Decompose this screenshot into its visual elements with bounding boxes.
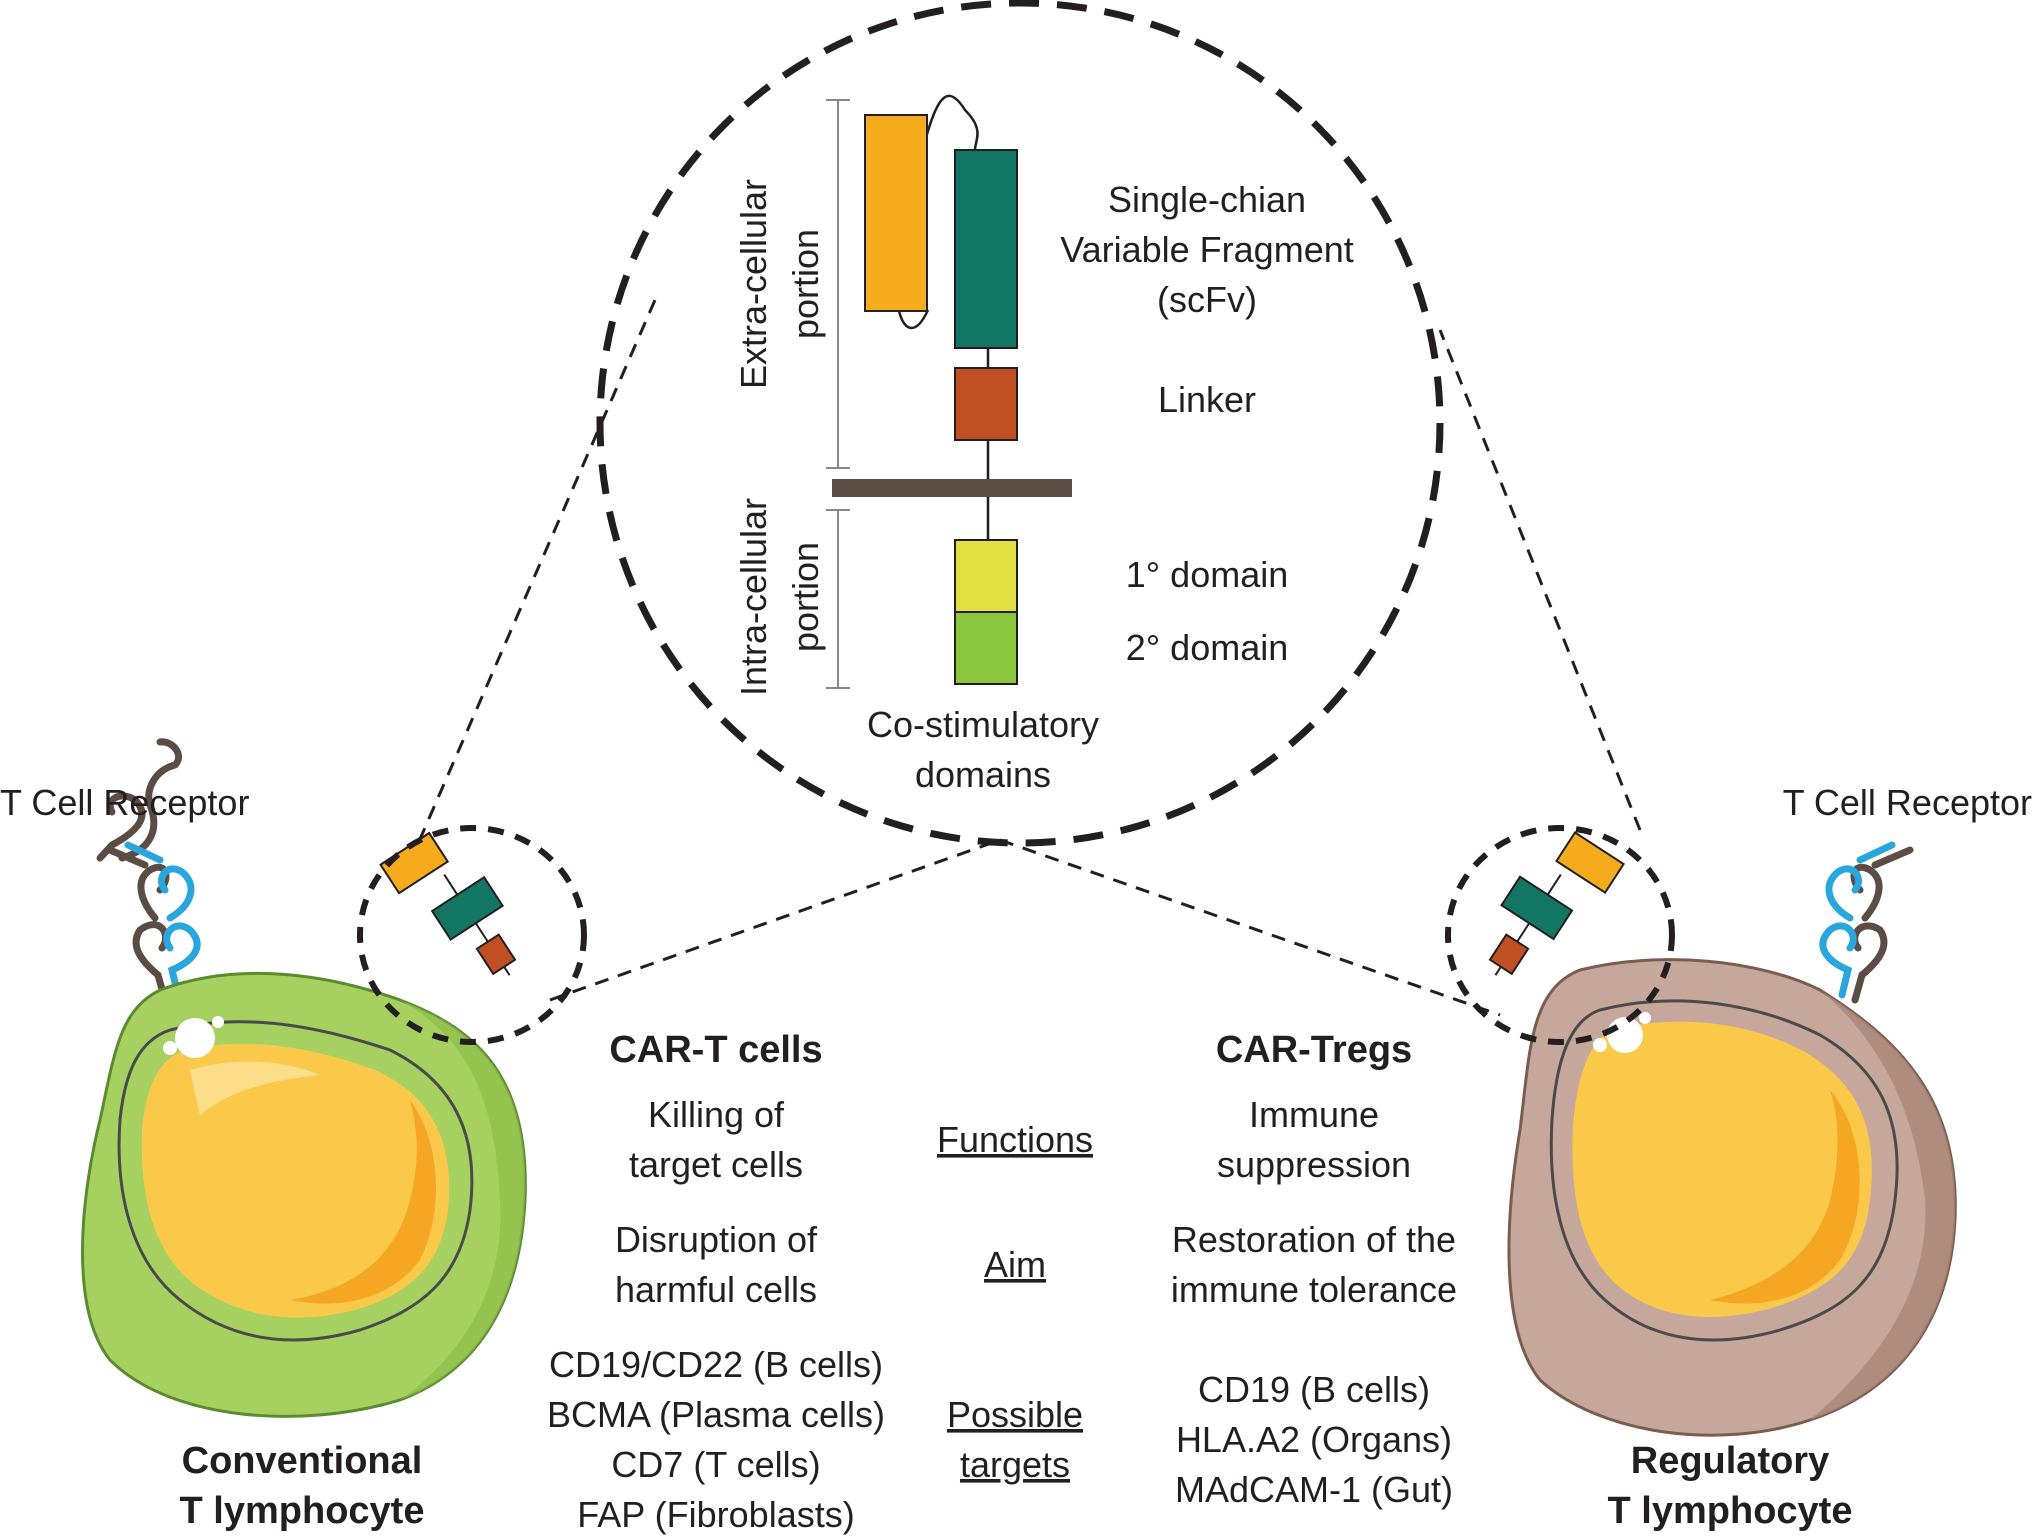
car-t-aim-line2: harmful cells [615, 1269, 817, 1310]
car-t-target-1: CD19/CD22 (B cells) [549, 1344, 883, 1385]
targets-label-line2: targets [960, 1444, 1070, 1485]
regulatory-zoom-circle [1445, 825, 1675, 1045]
car-treg-function-line1: Immune [1249, 1094, 1379, 1135]
car-treg-title: CAR-Tregs [1216, 1029, 1412, 1071]
car-t-function-line2: target cells [629, 1144, 803, 1185]
targets-label-line1: Possible [947, 1394, 1083, 1435]
primary-domain [954, 539, 1018, 613]
car-treg-target-1: CD19 (B cells) [1198, 1369, 1430, 1410]
domain2-label: 2° domain [1126, 627, 1289, 668]
regulatory-t-cell: T Cell Receptor Regulatory T lymphocyte [1445, 782, 2032, 1532]
car-treg-function-line2: suppression [1217, 1144, 1411, 1185]
linker-block [954, 367, 1018, 441]
car-structure: Extra-cellular portion Intra-cellular po… [733, 94, 1354, 795]
conventional-label-line2: T lymphocyte [180, 1490, 425, 1532]
intracellular-bracket [826, 509, 850, 689]
car-t-function-line1: Killing of [648, 1094, 785, 1135]
linker-label: Linker [1158, 379, 1256, 420]
intracellular-label: Intra-cellular [733, 498, 774, 696]
extracellular-label: Extra-cellular [733, 179, 774, 389]
costim-label-line1: Co-stimulatory [867, 704, 1099, 745]
tcr-left-label: T Cell Receptor [0, 782, 249, 823]
intracellular-label-line2: portion [785, 542, 826, 652]
car-treg-aim-line2: immune tolerance [1171, 1269, 1457, 1310]
secondary-domain [954, 611, 1018, 685]
costim-label-line2: domains [915, 754, 1051, 795]
regulatory-cell-car [1488, 831, 1626, 976]
car-t-target-4: FAP (Fibroblasts) [577, 1494, 854, 1535]
conventional-t-cell: T Cell Receptor Conventional T lymphocyt… [0, 738, 587, 1532]
regulatory-label-line2: T lymphocyte [1608, 1490, 1853, 1532]
scfv-light-chain [864, 114, 928, 312]
car-t-title: CAR-T cells [609, 1029, 822, 1071]
car-treg-target-2: HLA.A2 (Organs) [1176, 1419, 1452, 1460]
car-treg-aim-line1: Restoration of the [1172, 1219, 1456, 1260]
scfv-label-line3: (scFv) [1157, 279, 1257, 320]
tcr-left-chains [106, 841, 201, 1004]
car-t-target-2: BCMA (Plasma cells) [547, 1394, 885, 1435]
car-t-aim-line1: Disruption of [615, 1219, 818, 1260]
aim-label: Aim [984, 1244, 1046, 1285]
scfv-label-line1: Single-chian [1108, 179, 1306, 220]
extracellular-label-line2: portion [785, 229, 826, 339]
functions-label: Functions [937, 1119, 1093, 1160]
scfv-label-line2: Variable Fragment [1060, 229, 1353, 270]
tcr-right-label: T Cell Receptor [1783, 782, 2032, 823]
scfv-heavy-chain [954, 149, 1018, 349]
comparison-table: CAR-T cells CAR-Tregs Killing of target … [547, 1029, 1457, 1535]
zoom-lines [398, 299, 1642, 1017]
regulatory-label-line1: Regulatory [1631, 1440, 1829, 1482]
domain1-label: 1° domain [1126, 554, 1289, 595]
conventional-label-line1: Conventional [182, 1440, 423, 1482]
conventional-cell-car [379, 831, 517, 976]
extracellular-bracket [826, 99, 850, 469]
conventional-zoom-circle [357, 825, 587, 1045]
car-treg-target-3: MAdCAM-1 (Gut) [1175, 1469, 1453, 1510]
magnification-circle [596, 0, 1444, 847]
cell-membrane [832, 479, 1072, 497]
tcr-right-icon [1819, 841, 1914, 1004]
car-t-target-3: CD7 (T cells) [611, 1444, 820, 1485]
